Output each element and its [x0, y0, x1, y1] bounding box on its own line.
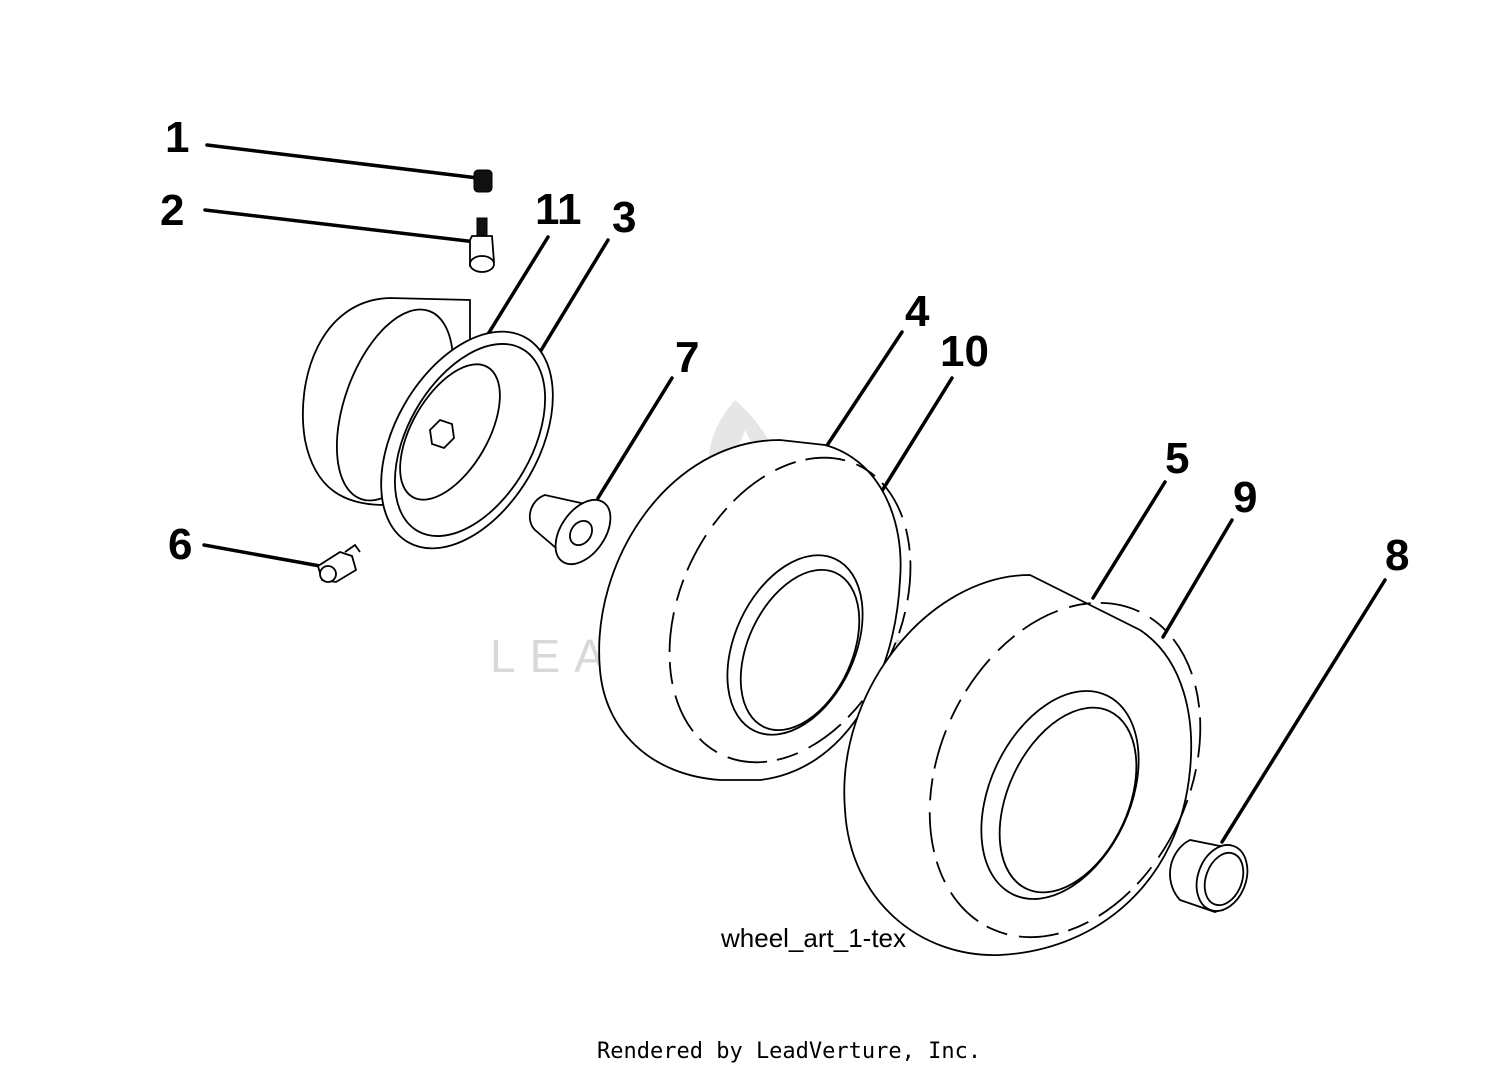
callout-1: 1 [165, 113, 189, 162]
hub-cap [1169, 839, 1249, 913]
grease-fitting [316, 543, 361, 583]
leader-5 [1091, 480, 1167, 600]
leader-6 [202, 543, 322, 568]
callout-3: 3 [612, 193, 636, 242]
callout-7: 7 [675, 333, 699, 382]
leader-8 [1220, 578, 1387, 844]
callout-9: 9 [1233, 473, 1257, 522]
callout-6: 6 [168, 520, 192, 569]
callout-4: 4 [905, 287, 930, 336]
leader-2 [203, 208, 478, 244]
leader-10 [878, 376, 954, 496]
diagram-caption: wheel_art_1-tex [720, 923, 906, 953]
callout-8: 8 [1385, 531, 1409, 580]
rim-assembly [301, 297, 554, 550]
callout-5: 5 [1165, 434, 1189, 483]
callout-10: 10 [940, 327, 989, 376]
callout-11: 11 [535, 185, 582, 234]
render-credit: Rendered by LeadVerture, Inc. [597, 1039, 981, 1064]
leader-lines [202, 143, 1387, 844]
bushing [528, 494, 612, 565]
leader-3 [535, 238, 610, 359]
leader-4 [824, 330, 904, 449]
leader-9 [1161, 518, 1234, 639]
callout-labels: 1 2 11 3 7 4 10 5 9 8 6 [160, 113, 1409, 580]
watermark-flame-icon [708, 400, 778, 510]
rear-tire [843, 574, 1202, 956]
front-tire [598, 439, 912, 781]
callout-2: 2 [160, 186, 184, 235]
valve-cap [473, 169, 493, 193]
valve-stem [469, 217, 495, 273]
leader-1 [205, 143, 480, 180]
leader-7 [596, 376, 674, 500]
